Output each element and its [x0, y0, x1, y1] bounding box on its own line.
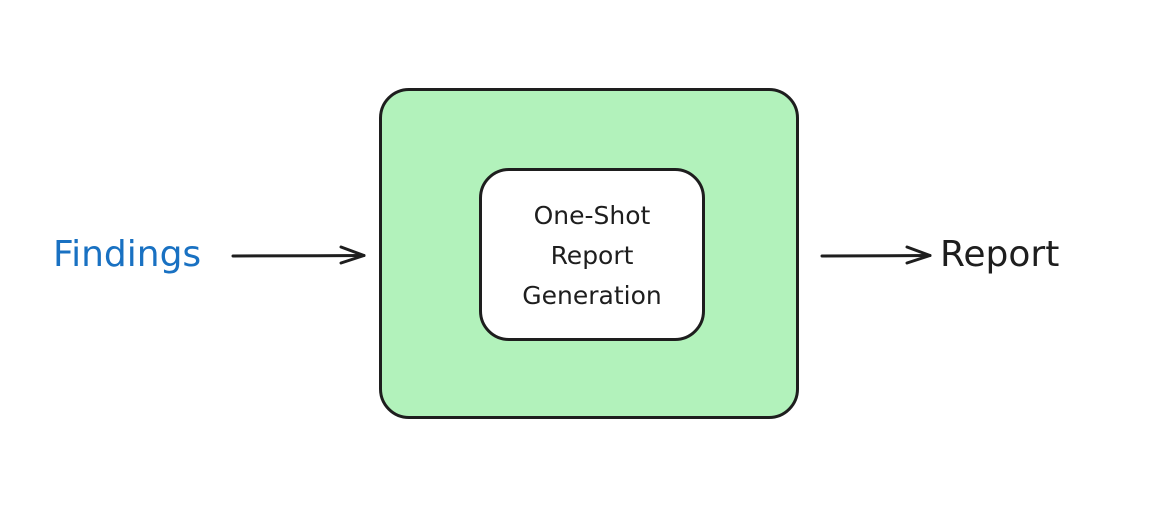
process-label-line: One-Shot — [533, 200, 651, 230]
input-label: Findings — [53, 234, 202, 275]
process-node: One-Shot Report Generation — [479, 168, 705, 341]
process-label-line: Report — [550, 240, 634, 270]
process-label-line: Generation — [522, 280, 662, 310]
output-label: Report — [940, 234, 1060, 275]
input-arrow — [231, 245, 366, 265]
output-arrow — [820, 245, 932, 265]
